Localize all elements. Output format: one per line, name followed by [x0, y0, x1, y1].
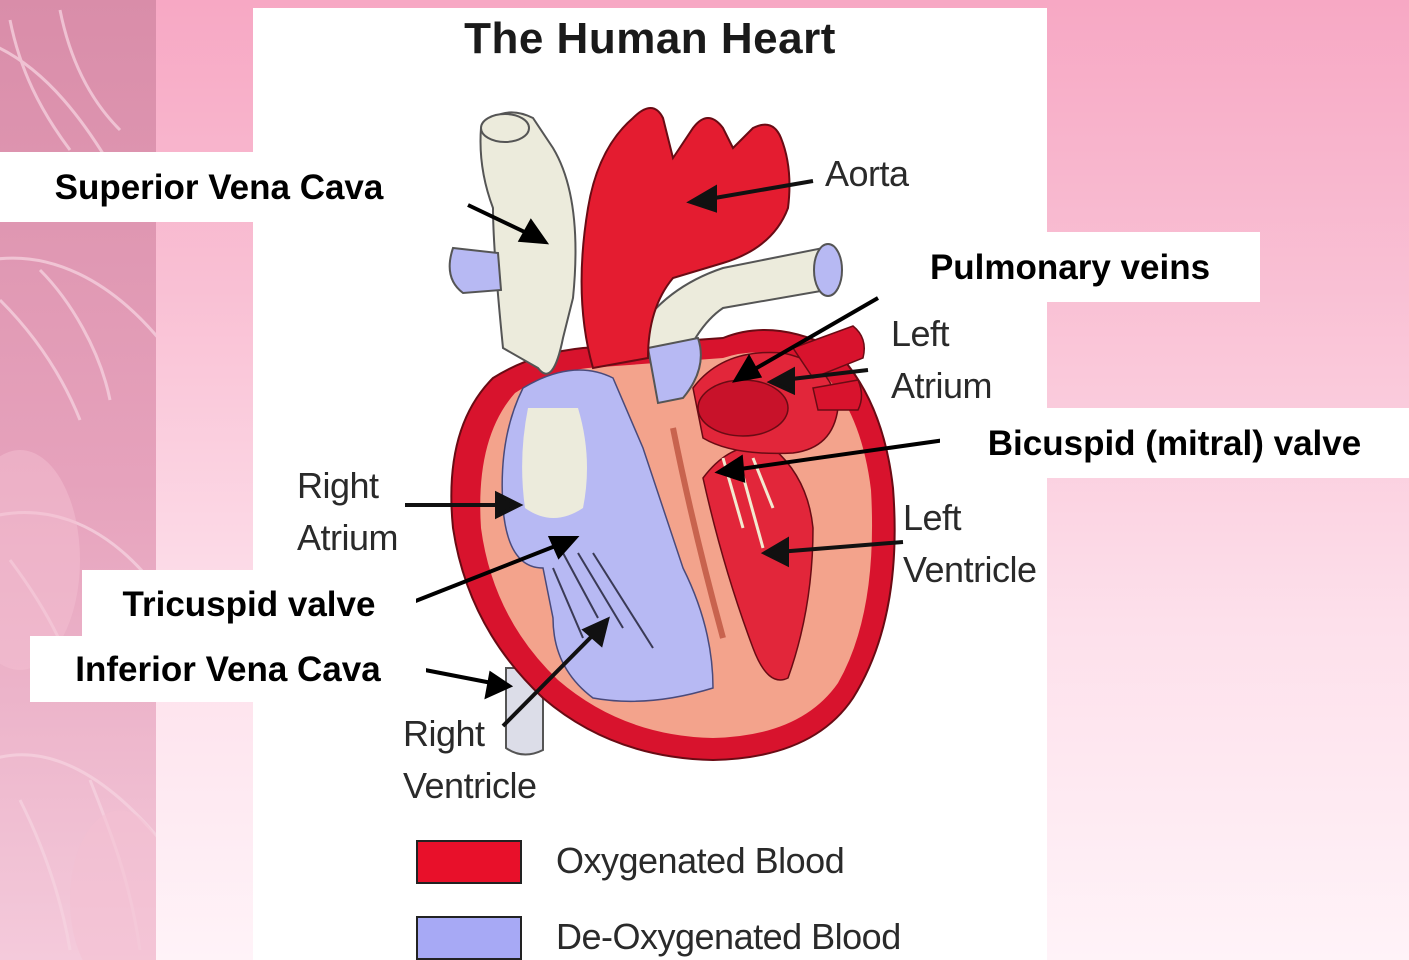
callout-inferior-vena-cava: Inferior Vena Cava [30, 636, 426, 702]
label-right-atrium: Right Atrium [297, 460, 398, 564]
callout-pulmonary-veins: Pulmonary veins [880, 232, 1260, 302]
decorative-side-band [0, 0, 156, 960]
callout-bicuspid-valve: Bicuspid (mitral) valve [940, 408, 1409, 478]
legend-swatch-oxygenated [416, 840, 522, 884]
label-left-atrium: Left Atrium [891, 308, 992, 412]
label-left-atrium-line2: Atrium [891, 360, 992, 412]
legend-label-oxygenated: Oxygenated Blood [556, 840, 844, 882]
label-right-ventricle: Right Ventricle [403, 708, 537, 812]
leaf-pattern-decoration [0, 0, 156, 960]
legend-swatch-deoxygenated [416, 916, 522, 960]
label-right-ventricle-line2: Ventricle [403, 760, 537, 812]
superior-vena-cava-shape [481, 112, 576, 373]
label-right-atrium-line2: Atrium [297, 512, 398, 564]
label-left-ventricle: Left Ventricle [903, 492, 1037, 596]
label-left-atrium-line1: Left [891, 308, 992, 360]
callout-tricuspid-valve: Tricuspid valve [82, 570, 416, 638]
legend-label-deoxygenated: De-Oxygenated Blood [556, 916, 901, 958]
label-left-ventricle-line1: Left [903, 492, 1037, 544]
ivc-arrow-line [425, 670, 497, 684]
diagram-panel: The Human Heart [253, 8, 1047, 960]
label-right-ventricle-line1: Right [403, 708, 537, 760]
label-right-atrium-line1: Right [297, 460, 398, 512]
pulmonary-artery-opening [814, 244, 842, 296]
label-aorta: Aorta [825, 148, 909, 200]
label-left-ventricle-line2: Ventricle [903, 544, 1037, 596]
mitral-valve-shape [698, 380, 788, 436]
callout-superior-vena-cava: Superior Vena Cava [0, 152, 438, 222]
vena-cava-branch [450, 248, 501, 293]
svc-opening [481, 114, 529, 142]
right-atrium-highlight [522, 408, 587, 518]
